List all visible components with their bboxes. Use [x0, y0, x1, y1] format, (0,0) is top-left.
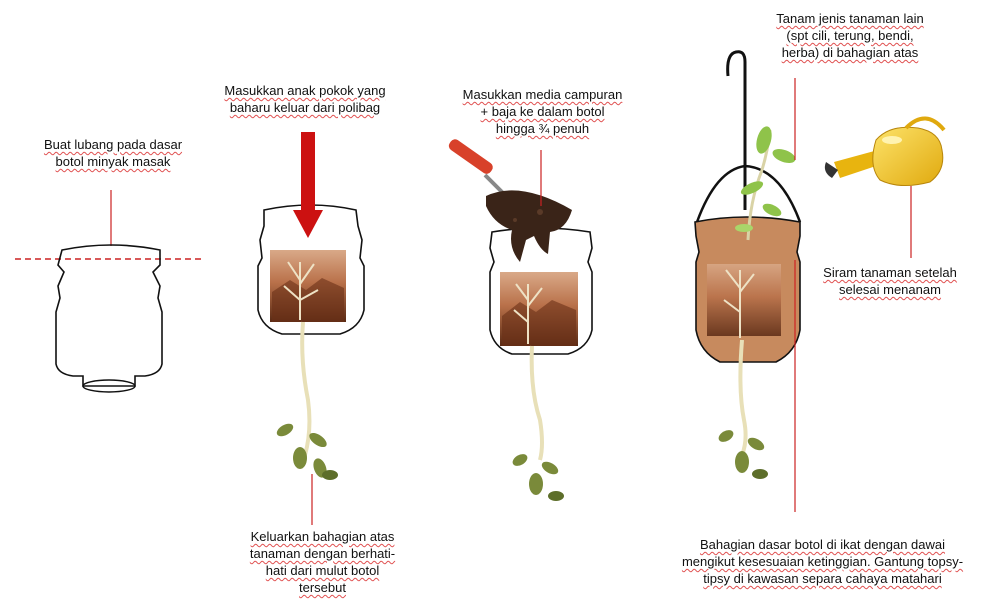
bottle-icon: [15, 190, 205, 392]
watering-can-icon: [825, 118, 944, 185]
trowel-icon: [447, 137, 572, 262]
hanging-bottle: [695, 52, 800, 512]
bottom-plant: [717, 428, 768, 479]
hanger-hook-icon: [728, 52, 745, 210]
bottle-step2: [258, 132, 364, 525]
bottle-step3: [447, 137, 592, 501]
seedling-step3: [511, 452, 564, 501]
seedling-stem: [302, 322, 309, 455]
down-arrow-icon: [293, 132, 323, 238]
